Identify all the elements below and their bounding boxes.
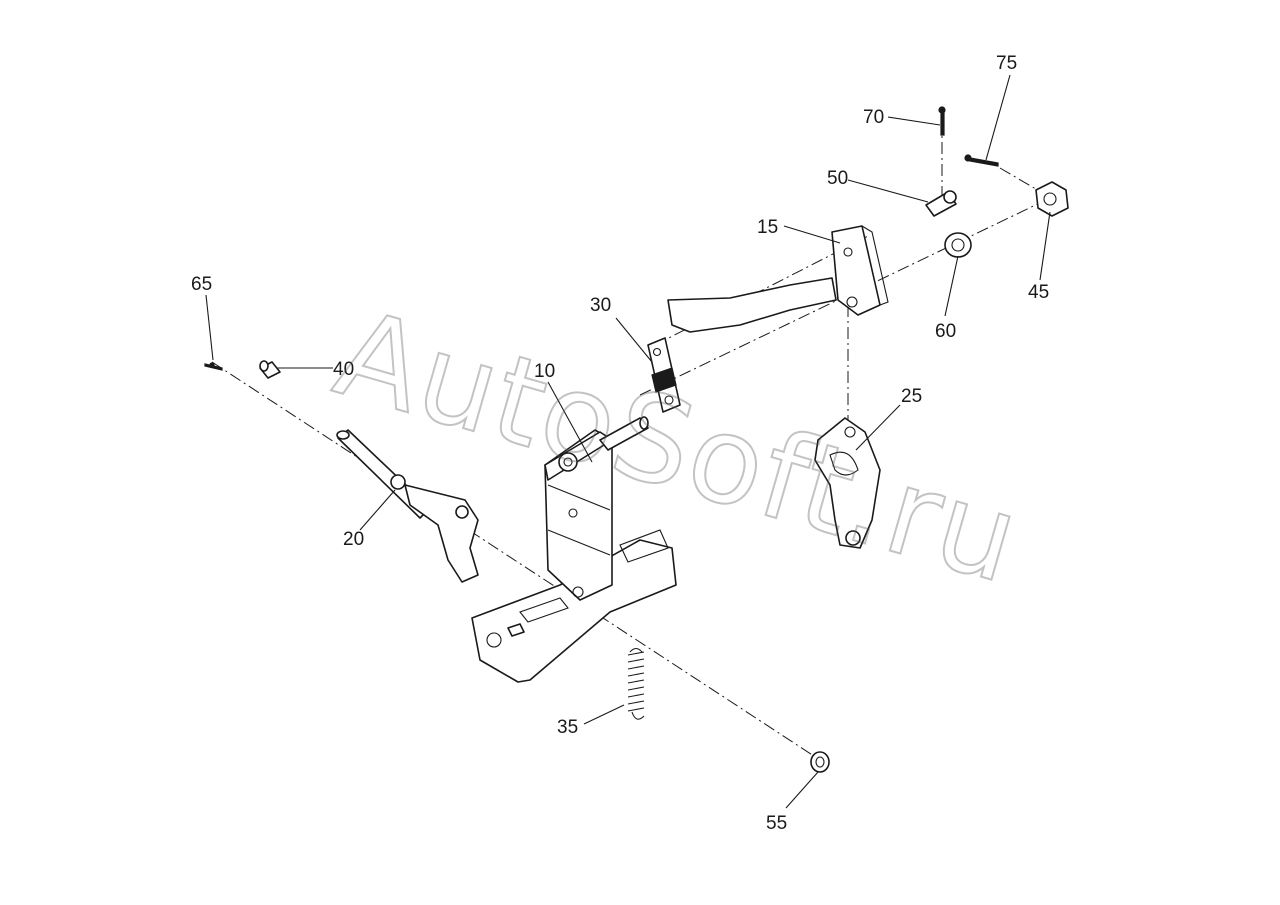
part-20-latch — [336, 429, 479, 583]
part-30-bracket — [647, 337, 681, 413]
callout-65: 65 — [191, 274, 212, 295]
part-10-shaft — [599, 416, 649, 451]
callout-50: 50 — [827, 168, 848, 189]
callout-40: 40 — [333, 359, 354, 380]
callout-35: 35 — [557, 717, 578, 738]
part-40-pin — [259, 360, 281, 379]
part-50-clevis-pin — [925, 190, 957, 217]
callout-75: 75 — [996, 53, 1017, 74]
callout-70: 70 — [863, 107, 884, 128]
part-75-cotter-pin — [964, 154, 999, 167]
part-15-lever — [667, 225, 889, 333]
part-45-nut — [1035, 181, 1069, 217]
callout-15: 15 — [757, 217, 778, 238]
callout-20: 20 — [343, 529, 364, 550]
callout-60: 60 — [935, 321, 956, 342]
part-60-washer — [944, 232, 972, 258]
part-55-washer — [810, 751, 830, 773]
leader-lines — [205, 74, 1051, 809]
callout-30: 30 — [590, 295, 611, 316]
callout-10: 10 — [534, 361, 555, 382]
callout-55: 55 — [766, 813, 787, 834]
part-65-cotter-pin — [204, 362, 223, 371]
part-10-bracket — [471, 429, 677, 683]
callout-45: 45 — [1028, 282, 1049, 303]
part-35-spring — [627, 647, 645, 720]
callouts: 10 15 20 25 30 35 40 45 50 55 60 65 70 7… — [191, 53, 1049, 834]
part-70-cotter-pin — [938, 106, 946, 136]
callout-25: 25 — [901, 386, 922, 407]
part-25-cam-plate — [814, 417, 881, 549]
